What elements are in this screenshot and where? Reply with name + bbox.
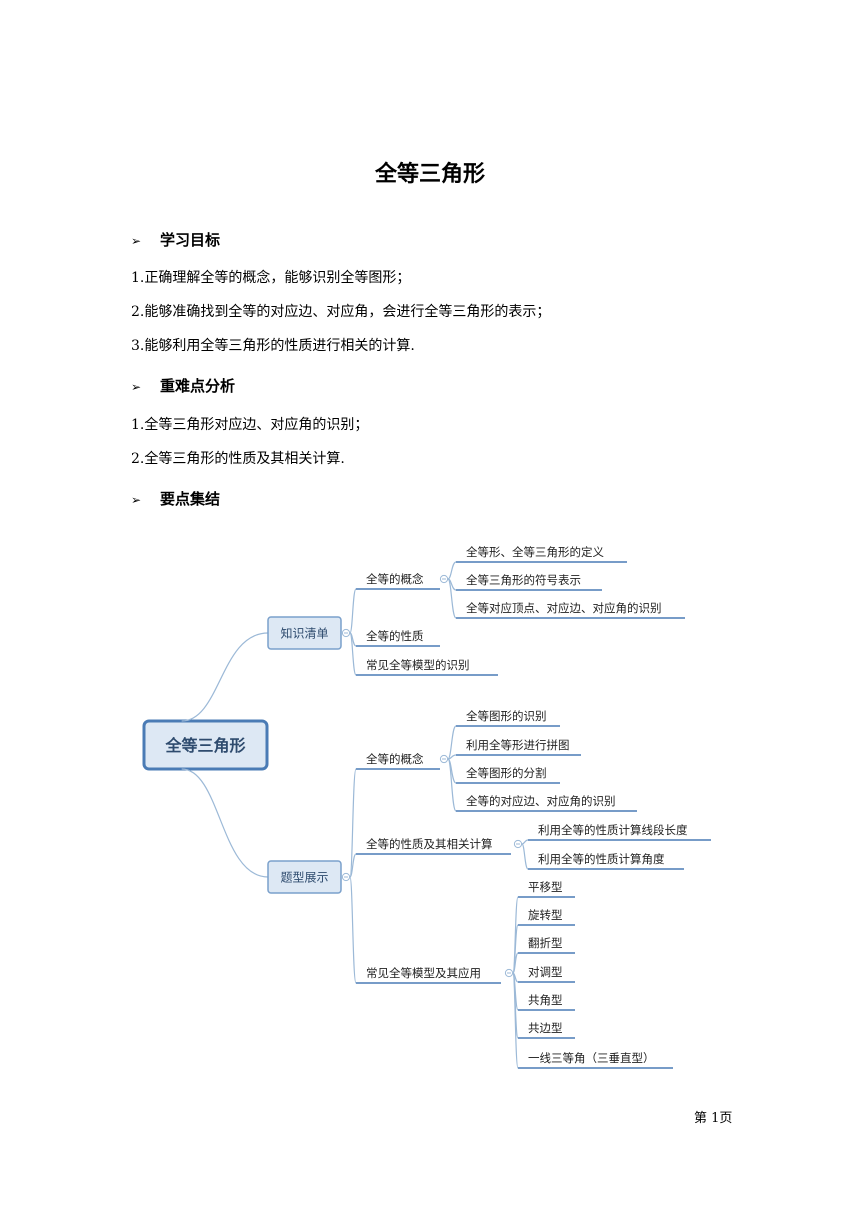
mindmap-link [521, 839, 529, 845]
mindmap-leaf-1-1-2: 全等三角形的符号表示 [466, 573, 581, 587]
mindmap-leaf-2-3-3: 翻折型 [528, 936, 563, 950]
arrow-bullet-icon: ➢ [131, 234, 142, 248]
mindmap-link [512, 972, 519, 1011]
section-heading-summary: ➢ 要点集结 [131, 487, 220, 511]
section-heading-label: 学习目标 [160, 231, 221, 249]
mindmap-topic-1-3: 常见全等模型的识别 [366, 658, 470, 672]
mindmap-link [349, 588, 357, 634]
mindmap-leaf-2-1-2: 利用全等形进行拼图 [466, 738, 570, 752]
mindmap-link [447, 578, 457, 591]
mindmap-link [447, 758, 457, 784]
mindmap-leaf-2-1-3: 全等图形的分割 [466, 766, 547, 780]
goal-item-1: 1.正确理解全等的概念，能够识别全等图形； [131, 270, 411, 286]
collapse-toggle-icon[interactable] [439, 754, 449, 764]
mindmap-link [447, 561, 457, 580]
mindmap-leaf-2-3-7: 一线三等角（三垂直型） [528, 1051, 655, 1065]
page-number: 第 1页 [694, 1111, 733, 1126]
goal-item-2: 2.能够准确找到全等的对应边、对应角，会进行全等三角形的表示； [131, 304, 551, 320]
goal-item-3: 3.能够利用全等三角形的性质进行相关的计算. [131, 338, 415, 354]
key-point-item-1: 1.全等三角形对应边、对应角的识别； [131, 417, 369, 433]
arrow-bullet-icon: ➢ [131, 380, 142, 394]
mindmap-link [512, 896, 519, 974]
mindmap-link [349, 876, 357, 984]
collapse-toggle-icon[interactable] [341, 872, 351, 882]
arrow-bullet-icon: ➢ [131, 493, 142, 507]
collapse-toggle-icon[interactable] [513, 839, 523, 849]
mindmap-root-label: 全等三角形 [164, 736, 245, 755]
mindmap-topic-2-2: 全等的性质及其相关计算 [366, 837, 493, 851]
mindmap-leaf-2-3-2: 旋转型 [528, 908, 563, 922]
mindmap-link [447, 758, 457, 812]
mindmap-leaf-2-1-1: 全等图形的识别 [466, 709, 547, 723]
mindmap-link [512, 924, 519, 974]
section-heading-label: 要点集结 [160, 490, 221, 508]
collapse-toggle-icon[interactable] [341, 628, 351, 638]
mindmap-leaf-2-2-2: 利用全等的性质计算角度 [538, 852, 665, 866]
mindmap-topic-1-2: 全等的性质 [366, 629, 424, 643]
mindmap-link [447, 754, 457, 760]
mindmap-leaf-1-1-1: 全等形、全等三角形的定义 [466, 545, 604, 559]
collapse-toggle-icon[interactable] [439, 574, 449, 584]
mindmap-branch-label: 题型展示 [280, 871, 328, 885]
mindmap-leaf-2-3-1: 平移型 [528, 880, 563, 894]
mindmap-leaf-2-3-5: 共角型 [528, 993, 563, 1007]
mindmap-link [512, 972, 519, 1069]
mindmap-leaf-2-3-6: 共边型 [528, 1021, 563, 1035]
mindmap-link [512, 972, 519, 983]
mindmap-branch-label: 知识清单 [280, 627, 328, 641]
mindmap-leaf-2-3-4: 对调型 [528, 965, 563, 979]
mindmap-leaf-2-2-1: 利用全等的性质计算线段长度 [538, 823, 688, 837]
mindmap-root-node[interactable]: 全等三角形 [142, 719, 269, 771]
mindmap-link [447, 725, 457, 760]
section-heading-label: 重难点分析 [160, 377, 236, 395]
document-title: 全等三角形 [374, 162, 485, 187]
mindmap-link [512, 952, 519, 974]
mindmap-link [349, 768, 357, 878]
mindmap-branch-1[interactable]: 知识清单 [267, 616, 342, 650]
section-heading-key-points: ➢ 重难点分析 [131, 374, 235, 398]
mindmap-link [349, 632, 357, 676]
mindmap-link [349, 853, 357, 878]
mindmap-leaf-2-1-4: 全等的对应边、对应角的识别 [466, 794, 616, 808]
mindmap-link [521, 843, 529, 870]
mindmap-link [512, 972, 519, 1039]
section-heading-goals: ➢ 学习目标 [131, 228, 220, 252]
mindmap-topic-1-1: 全等的概念 [366, 572, 424, 586]
mindmap-topic-2-1: 全等的概念 [366, 752, 424, 766]
mindmap-link [181, 632, 269, 722]
mindmap-link [447, 578, 457, 619]
collapse-toggle-icon[interactable] [504, 968, 514, 978]
key-point-item-2: 2.全等三角形的性质及其相关计算. [131, 451, 345, 467]
mindmap-branch-2[interactable]: 题型展示 [267, 860, 342, 894]
mindmap-topic-2-3: 常见全等模型及其应用 [366, 966, 481, 980]
mindmap-leaf-1-1-3: 全等对应顶点、对应边、对应角的识别 [466, 601, 662, 615]
mindmap-link [349, 632, 357, 647]
mindmap-link [181, 768, 269, 878]
